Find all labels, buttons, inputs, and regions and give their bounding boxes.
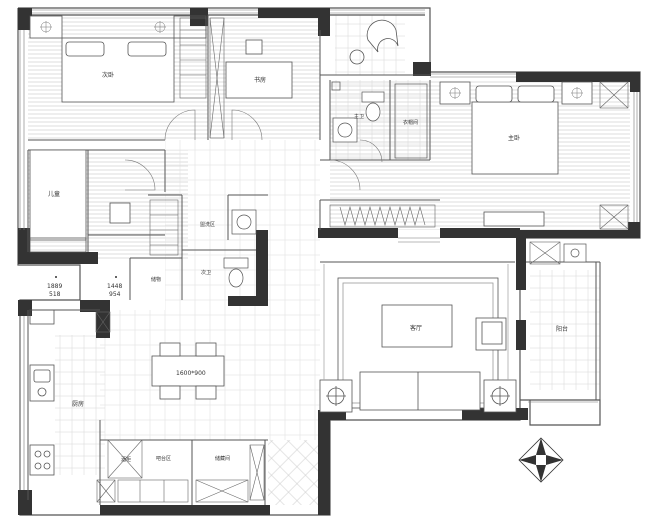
label-balcony: 阳台 (556, 325, 568, 333)
child-room-furniture (29, 149, 131, 253)
label-storage: 储物 (151, 276, 161, 283)
label-master-closet: 衣帽间 (403, 119, 418, 126)
dim-b-bottom: 954 (109, 291, 121, 298)
compass-north: A (539, 445, 544, 452)
label-second-bedroom: 次卧 (102, 71, 114, 79)
kitchen-furniture (29, 309, 55, 476)
kitchen-floor (55, 335, 105, 475)
thick-walls (18, 8, 640, 515)
compass-west: D (528, 458, 533, 465)
compass-rose (518, 437, 564, 483)
wardrobes (95, 17, 629, 503)
label-living-room: 客厅 (410, 324, 422, 332)
label-kitchen: 厨房 (72, 400, 84, 408)
compass-east: B (549, 458, 553, 465)
public-bath-fixtures (223, 209, 257, 288)
label-child-room: 儿童 (48, 190, 60, 198)
label-study: 书房 (254, 76, 266, 84)
windows (19, 9, 638, 490)
door-swings (124, 109, 383, 191)
dim-a-bottom: 518 (49, 291, 61, 298)
study-furniture (225, 19, 399, 99)
balcony-floor (530, 270, 600, 390)
label-storage-room: 储藏间 (215, 455, 230, 462)
outer-outline (17, 7, 641, 516)
master-bath-fixtures (331, 81, 428, 159)
balcony-fixtures (563, 243, 587, 263)
label-public-bath: 次卫 (201, 269, 211, 276)
corner-floor (335, 15, 405, 75)
dim-b-marker (115, 276, 117, 278)
label-master-bedroom: 主卧 (508, 134, 520, 142)
entry-floor (268, 440, 320, 505)
beds (29, 15, 593, 175)
table-size: 1600*900 (176, 370, 206, 377)
nightstand-lamps (40, 21, 583, 99)
living-furniture (319, 264, 517, 413)
compass-south: C (539, 470, 543, 477)
dim-b-top: 1448 (107, 283, 122, 290)
dim-a-marker (55, 276, 57, 278)
label-bar: 吧台区 (156, 455, 171, 462)
label-master-bath: 主卫 (354, 113, 364, 120)
bedroom-bench (483, 211, 545, 227)
label-wine: 酒柜 (121, 456, 131, 463)
dim-a-top: 1889 (47, 283, 62, 290)
label-wash-area: 盥洗区 (200, 221, 215, 228)
dining-furniture (151, 342, 225, 400)
interior-walls (27, 15, 601, 505)
